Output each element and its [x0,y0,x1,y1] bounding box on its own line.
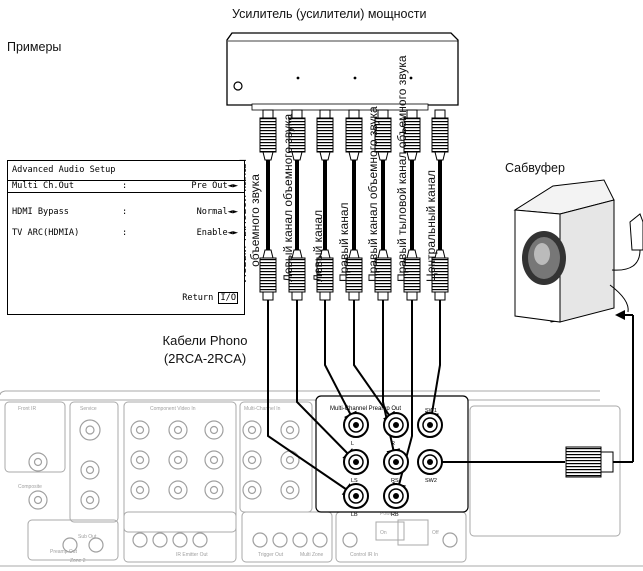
channel-label-line: Правый тыловой канал объемного звука [395,55,409,282]
svg-text:Control IR In: Control IR In [350,552,378,558]
rca-cable [425,109,449,427]
channel-label-line: Правый канал [337,202,351,283]
svg-text:Power: Power [380,511,395,517]
jack-label: RS [391,478,399,484]
osd-row-value[interactable]: Normal [196,207,228,217]
osd-row-value[interactable]: Pre Out [191,181,228,191]
channel-label-line: Правый канал объемного звука [366,106,380,282]
rca-cable [259,109,358,497]
channel-label: Левый канал объемного звука [281,113,295,282]
channel-label: Правый канал объемного звука [366,106,380,282]
jack-label: LS [351,478,358,484]
osd-sep: : [122,181,128,191]
osd-return-label: Return [182,293,214,303]
svg-text:Component Video In: Component Video In [150,406,196,412]
subwoofer-label: Сабвуфер [505,161,565,175]
channel-label-line: Левый канал [311,209,325,282]
channel-label: Центральный канал [424,169,438,282]
channel-label-line: Левый канал объемного звука [281,113,295,282]
preamp-jack[interactable]: SW2 [417,449,443,484]
svg-text:Multi Zone: Multi Zone [300,552,324,558]
osd-arrows-icon[interactable]: ◄► [227,181,238,191]
channel-label: Правый канал [337,202,351,283]
preamp-jack[interactable]: LB [343,483,369,518]
osd-return-key[interactable]: I/O [218,292,238,304]
preamp-jack[interactable]: RS [383,449,409,484]
channel-label: Правый тыловой канал объемного звука [395,55,409,282]
jack-label: L [351,441,354,447]
svg-text:Preamp Out: Preamp Out [50,549,78,555]
svg-text:IR Emitter Out: IR Emitter Out [176,552,208,558]
rca-cable [392,109,421,498]
jack-label: R [391,441,395,447]
osd-sep: : [122,207,128,217]
preamp-jack[interactable]: LS [343,449,369,484]
rca-cable [316,109,357,427]
svg-text:Trigger Out: Trigger Out [258,552,284,558]
jack-label: RB [391,512,399,518]
preamp-jack[interactable]: SW1 [417,408,443,438]
rca-cable [345,109,397,427]
preamp-out-title: Multi-Channel Preamp Out [330,406,401,412]
rca-cables [259,109,449,498]
svg-text:Multi-Channel In: Multi-Channel In [244,406,281,412]
osd-row-label[interactable]: Multi Ch.Out [12,181,75,191]
svg-text:Service: Service [80,406,97,412]
osd-arrows-icon[interactable]: ◄► [227,228,238,238]
svg-text:Front IR: Front IR [18,406,36,412]
osd-row-value[interactable]: Enable [196,228,228,238]
svg-text:Composite: Composite [18,484,42,490]
jack-label: LB [351,512,358,518]
power-amplifier [226,32,459,111]
osd-arrows-icon[interactable]: ◄► [227,207,238,217]
osd-row-label[interactable]: HDMI Bypass [12,207,69,217]
cables-label-line2: (2RCA-2RCA) [163,351,247,366]
jack-label: SW2 [425,478,437,484]
svg-text:Off: Off [432,530,439,536]
amplifier-title: Усилитель (усилители) мощности [232,7,427,21]
subwoofer [513,179,643,323]
osd-menu: Advanced Audio Setup Multi Ch.Out : Pre … [7,160,245,315]
cables-label: Кабели Phono (2RCA-2RCA) [145,332,265,368]
rca-cable [288,109,357,463]
channel-label: Левый канал [311,209,325,282]
osd-row-label[interactable]: TV ARC(HDMIA) [12,228,80,238]
cables-label-line1: Кабели Phono [162,333,248,348]
osd-title: Advanced Audio Setup [12,165,116,175]
svg-text:Sub Out: Sub Out [78,534,97,540]
osd-sep: : [122,228,128,238]
examples-label: Примеры [7,40,62,54]
subwoofer-cable [430,310,634,478]
preamp-jack[interactable]: R [383,412,409,447]
channel-label-line: объемного звука [248,174,262,267]
channel-label-line: Центральный канал [424,169,438,282]
svg-text:On: On [380,530,387,536]
rca-cable [374,109,401,464]
preamp-jack[interactable]: RB [383,483,409,518]
jack-label: SW1 [425,408,437,414]
preamp-jack[interactable]: L [343,412,369,447]
svg-text:Zone 2: Zone 2 [70,558,86,564]
